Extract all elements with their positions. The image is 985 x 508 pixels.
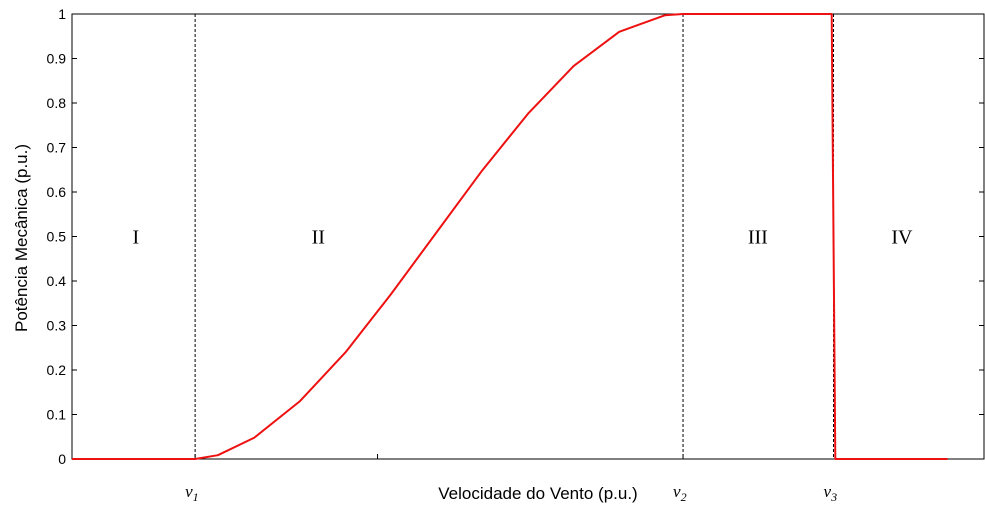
region-label: I: [133, 227, 140, 249]
y-tick-label: 0.6: [47, 184, 67, 200]
y-tick-label: 0.1: [47, 407, 67, 423]
v-label: v1: [185, 482, 199, 504]
v-label: v3: [824, 482, 838, 504]
y-axis-title: Potência Mecânica (p.u.): [12, 144, 31, 332]
y-tick-label: 0.7: [47, 140, 67, 156]
region-label: IV: [891, 227, 913, 249]
plot-frame: [71, 13, 985, 460]
x-axis-title: Velocidade do Vento (p.u.): [438, 484, 637, 503]
y-tick-label: 0.3: [47, 318, 67, 334]
power-curve-line: [72, 13, 948, 460]
y-tick-label: 0.9: [47, 51, 67, 67]
region-label: III: [748, 227, 768, 249]
y-tick-label: 0.4: [47, 273, 67, 289]
y-tick-label: 1: [58, 6, 66, 22]
y-tick-label: 0: [58, 451, 66, 467]
v-label: v2: [673, 482, 687, 504]
region-label: II: [312, 227, 325, 249]
y-tick-label: 0.8: [47, 95, 67, 111]
y-tick-label: 0.5: [47, 229, 67, 245]
y-tick-label: 0.2: [47, 362, 67, 378]
